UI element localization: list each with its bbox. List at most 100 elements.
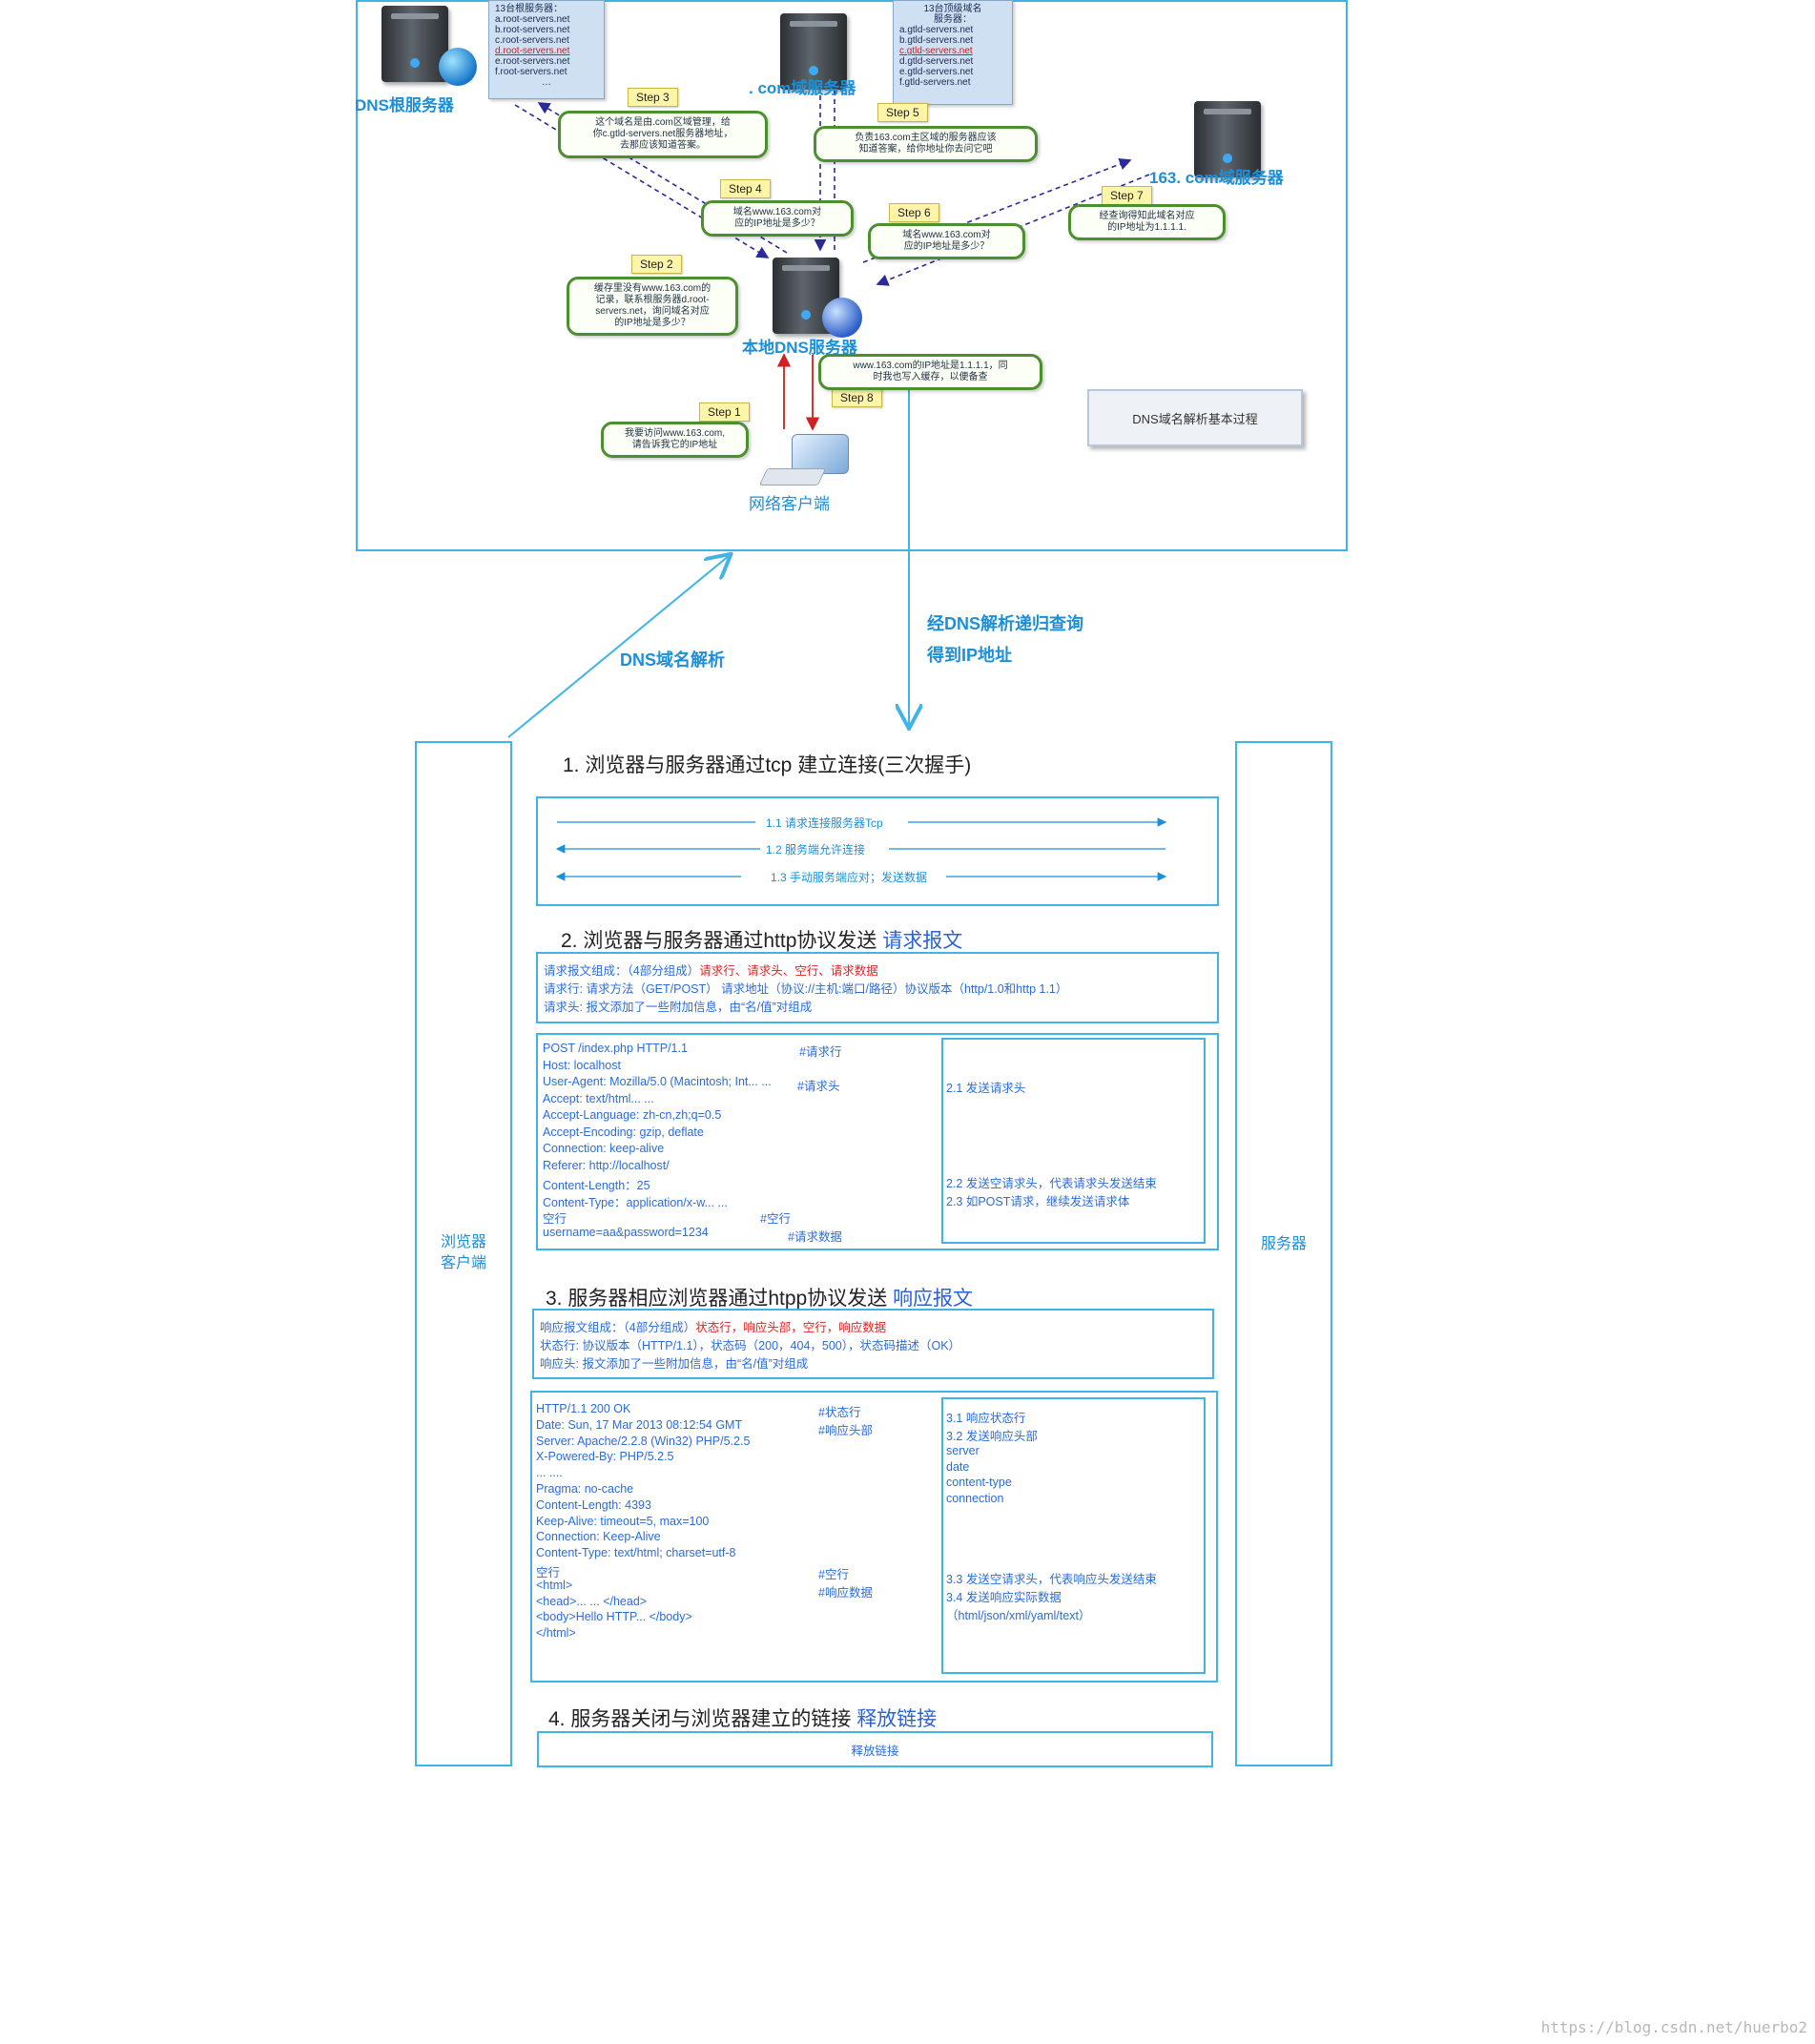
response-note-3-1: 3.1 响应状态行 <box>946 1412 1026 1425</box>
step-4-label: Step 4 <box>720 179 771 198</box>
dns-diagram-frame <box>356 0 1348 551</box>
root-list-title: 13台根服务器： <box>495 4 564 14</box>
comment-response-data: #响应数据 <box>818 1586 873 1600</box>
watermark: https://blog.csdn.net/huerbo2 <box>1540 2018 1807 2036</box>
request-note-2-3: 2.3 如POST请求，继续发送请求体 <box>946 1195 1130 1208</box>
client-computer-icon <box>758 434 849 487</box>
bubble-step8: www.163.com的IP地址是1.1.1.1，同 时我也写入缓存，以便备查 <box>818 354 1042 390</box>
response-code-line: Content-Type: text/html; charset=utf-8 <box>536 1546 736 1560</box>
response-note-3-5: （html/json/xml/yaml/text） <box>946 1609 1091 1622</box>
section-1-title: 1. 浏览器与服务器通过tcp 建立连接(三次握手) <box>563 754 972 776</box>
response-note-3-3: 3.3 发送空请求头，代表响应头发送结束 <box>946 1573 1157 1586</box>
recursive-query-label-1: 经DNS解析递归查询 <box>927 614 1084 633</box>
response-code-line: 空行 <box>536 1566 561 1579</box>
comment-status-line: #状态行 <box>818 1406 861 1419</box>
section-3-title-highlight: 响应报文 <box>893 1288 974 1310</box>
section-4-title: 4. 服务器关闭与浏览器建立的链接 释放链接 <box>548 1703 937 1732</box>
section-3-title-text: 3. 服务器相应浏览器通过htpp协议发送 <box>546 1288 894 1310</box>
comment-request-line: #请求行 <box>799 1045 842 1059</box>
request-notes-box <box>941 1038 1206 1244</box>
section-4-title-highlight: 释放链接 <box>856 1708 938 1730</box>
request-note-2-2: 2.2 发送空请求头，代表请求头发送结束 <box>946 1177 1157 1190</box>
globe-icon <box>439 48 477 86</box>
response-code-line: Content-Length: 4393 <box>536 1497 651 1512</box>
step-5-label: Step 5 <box>877 103 928 122</box>
tcp-step-1-1: 1.1 请求连接服务器Tcp <box>766 816 883 830</box>
response-composition-line: 响应报文组成：（4部分组成）状态行，响应头部，空行，响应数据 <box>540 1317 886 1335</box>
local-dns-label: 本地DNS服务器 <box>742 339 857 357</box>
section-4-title-text: 4. 服务器关闭与浏览器建立的链接 <box>548 1708 857 1730</box>
response-composition-prefix: 响应报文组成：（4部分组成） <box>540 1321 696 1334</box>
request-code-line: Referer: http://localhost/ <box>543 1158 670 1172</box>
root-server-item: c.root-servers.net <box>495 35 569 46</box>
tld-server-item: e.gtld-servers.net <box>899 67 974 77</box>
response-note-3-4: 3.4 发送响应实际数据 <box>946 1591 1062 1604</box>
response-code-line: Keep-Alive: timeout=5, max=100 <box>536 1514 710 1528</box>
response-code-line: X-Powered-By: PHP/5.2.5 <box>536 1450 674 1464</box>
section-2-title: 2. 浏览器与服务器通过http协议发送 请求报文 <box>561 925 962 954</box>
step-7-label: Step 7 <box>1102 186 1152 205</box>
response-code-line: HTTP/1.1 200 OK <box>536 1402 631 1415</box>
response-header-item: server <box>946 1444 980 1457</box>
tld-server-item: d.gtld-servers.net <box>899 56 974 67</box>
root-server-label: DNS根服务器 <box>355 96 454 114</box>
root-server-item: e.root-servers.net <box>495 56 570 67</box>
tld-server-item: b.gtld-servers.net <box>899 35 974 46</box>
recursive-query-label-2: 得到IP地址 <box>927 646 1013 665</box>
response-notes-box <box>941 1397 1206 1674</box>
tcp-handshake-box <box>536 796 1219 906</box>
section-2-title-highlight: 请求报文 <box>882 930 963 952</box>
domain163-server-label: 163. com域服务器 <box>1149 169 1284 187</box>
response-code-line: Server: Apache/2.2.8 (Win32) PHP/5.2.5 <box>536 1434 751 1448</box>
response-composition-parts: 状态行，响应头部，空行，响应数据 <box>695 1321 887 1334</box>
dns-title-box: DNS域名解析基本过程 <box>1087 389 1303 446</box>
step-8-label: Step 8 <box>832 388 882 407</box>
tld-server-item: f.gtld-servers.net <box>899 77 971 88</box>
dns-resolution-label: DNS域名解析 <box>620 650 726 670</box>
request-code-line: Accept-Language: zh-cn,zh;q=0.5 <box>543 1108 722 1122</box>
response-code-line: <body>Hello HTTP... </body> <box>536 1610 692 1624</box>
step-3-label: Step 3 <box>628 88 678 107</box>
release-connection-box: 释放链接 <box>537 1731 1213 1767</box>
request-code-line: Host: localhost <box>543 1058 621 1072</box>
request-code-line: Accept-Encoding: gzip, deflate <box>543 1125 704 1139</box>
local-globe-icon <box>822 298 862 338</box>
local-dns-server-icon <box>773 258 839 334</box>
request-code-line: Content-Length：25 <box>543 1179 650 1192</box>
root-server-item: d.root-servers.net <box>495 46 570 56</box>
response-code-line: ... .... <box>536 1466 563 1480</box>
bubble-step1: 我要访问www.163.com, 请告诉我它的IP地址 <box>601 422 749 458</box>
bubble-step6: 域名www.163.com对 应的IP地址是多少？ <box>868 223 1025 259</box>
tcp-handshake-arrows <box>555 817 1167 881</box>
request-composition-prefix: 请求报文组成：（4部分组成） <box>544 964 700 978</box>
step-2-label: Step 2 <box>631 255 682 274</box>
client-arrows <box>776 353 820 431</box>
root-server-item: … <box>542 77 551 88</box>
response-overview-box <box>532 1309 1214 1379</box>
comment-response-header: #响应头部 <box>818 1424 873 1437</box>
section-2-title-text: 2. 浏览器与服务器通过http协议发送 <box>561 930 883 952</box>
response-code-line: Date: Sun, 17 Mar 2013 08:12:54 GMT <box>536 1417 743 1432</box>
response-header-item: date <box>946 1459 970 1474</box>
bubble-step7: 经查询得知此域名对应 的IP地址为1.1.1.1. <box>1068 204 1226 240</box>
bubble-step3: 这个域名是由.com区域管理，给 你c.gtld-servers.net服务器地… <box>558 111 768 158</box>
server-label: 服务器 <box>1260 1236 1307 1252</box>
request-code-line: 空行 <box>543 1212 567 1226</box>
request-line-desc: 请求行: 请求方法（GET/POST） 请求地址（协议://主机:端口/路径）协… <box>544 982 1068 996</box>
request-message-box <box>536 1033 1219 1250</box>
response-header-desc: 响应头: 报文添加了一些附加信息，由“名/值”对组成 <box>540 1357 809 1371</box>
request-composition-line: 请求报文组成：（4部分组成）请求行、请求头、空行、请求数据 <box>544 960 878 979</box>
step-1-label: Step 1 <box>699 403 750 422</box>
section-3-title: 3. 服务器相应浏览器通过htpp协议发送 响应报文 <box>546 1283 973 1311</box>
request-code-line: Connection: keep-alive <box>543 1142 665 1155</box>
domain163-server-icon <box>1194 101 1261 177</box>
browser-client-label: 浏览器 客户端 <box>440 1234 486 1271</box>
response-note-3-2: 3.2 发送响应头部 <box>946 1430 1038 1443</box>
response-code-line: Pragma: no-cache <box>536 1482 634 1496</box>
comment-request-header: #请求头 <box>797 1080 840 1093</box>
request-code-line: username=aa&password=1234 <box>543 1225 709 1239</box>
step-6-label: Step 6 <box>889 203 939 222</box>
